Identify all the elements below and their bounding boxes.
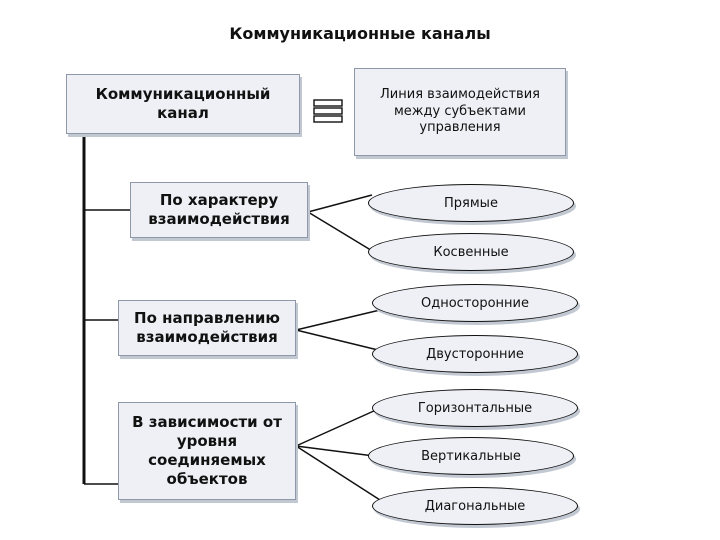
diagram-title: Коммуникационные каналы xyxy=(229,24,491,43)
connector-direction-twoway xyxy=(295,329,379,351)
type-label: Односторонние xyxy=(421,295,529,311)
type-ellipse-direct: Прямые xyxy=(368,184,574,222)
type-ellipse-diagonal: Диагональные xyxy=(372,487,578,525)
type-label: Вертикальные xyxy=(421,448,521,464)
type-ellipse-horizontal: Горизонтальные xyxy=(372,389,578,427)
connector-direction-oneway xyxy=(295,309,381,331)
type-ellipse-vertical: Вертикальные xyxy=(368,437,574,475)
connector-character-indirect xyxy=(307,211,375,253)
criterion-box-character: По характеру взаимодействия xyxy=(130,182,308,238)
type-label: Косвенные xyxy=(433,244,509,260)
connector-level-horizontal xyxy=(295,409,377,447)
definition-label: Линия взаимодействия между субъектами уп… xyxy=(380,87,540,136)
type-ellipse-twoway: Двусторонние xyxy=(372,335,578,373)
type-label: Горизонтальные xyxy=(417,400,533,416)
identity-sign xyxy=(313,99,343,123)
connector-level-diagonal xyxy=(295,445,381,501)
main-box-label: Коммуникационный канал xyxy=(95,84,271,122)
type-ellipse-indirect: Косвенные xyxy=(368,233,574,271)
connector-character-direct xyxy=(307,194,373,213)
criterion-label: В зависимости от уровня соединяемых объе… xyxy=(132,412,282,489)
definition-box: Линия взаимодействия между субъектами уп… xyxy=(354,68,566,156)
main-box: Коммуникационный канал xyxy=(66,74,300,134)
connector-level-vertical xyxy=(295,445,375,457)
type-label: Двусторонние xyxy=(426,346,524,362)
criterion-box-level: В зависимости от уровня соединяемых объе… xyxy=(118,402,296,500)
type-label: Диагональные xyxy=(424,498,526,514)
criterion-label: По характеру взаимодействия xyxy=(148,190,290,228)
criterion-box-direction: По направлению взаимодействия xyxy=(118,300,296,356)
criterion-label: По направлению взаимодействия xyxy=(134,308,280,346)
type-label: Прямые xyxy=(444,195,498,211)
type-ellipse-oneway: Односторонние xyxy=(372,284,578,322)
